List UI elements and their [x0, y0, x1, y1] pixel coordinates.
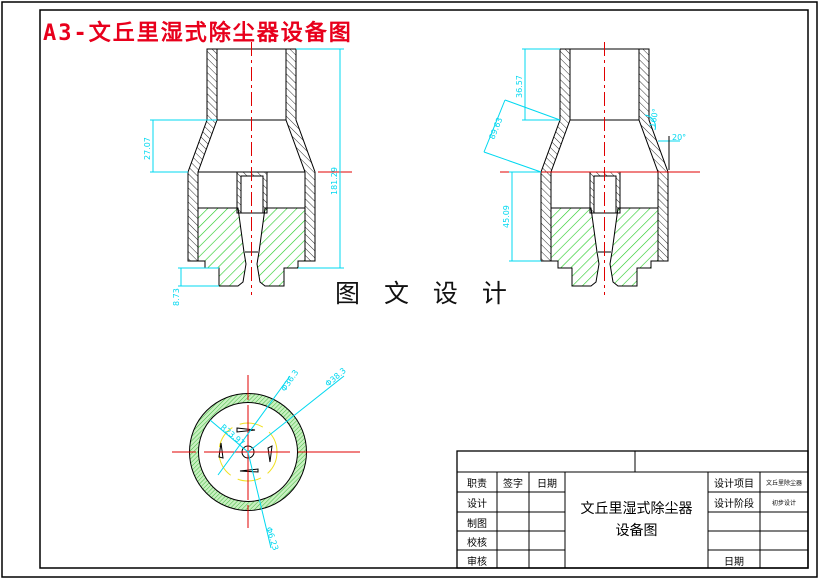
role-design: 设计 — [467, 499, 487, 510]
design-stage-label: 设计阶段 — [714, 499, 754, 510]
design-stage-value: 初步设计 — [771, 500, 796, 507]
dim-181-29: 181.29 — [330, 167, 339, 195]
dim-angle-160: 160° — [648, 108, 660, 129]
design-item-value: 文丘里除尘器 — [765, 480, 802, 487]
dim-36-57: 36.57 — [515, 75, 524, 98]
dim-89-63: 89.63 — [488, 116, 505, 141]
dim-diameter-38-3: Φ38.3 — [324, 366, 348, 388]
dim-27-07: 27.07 — [143, 137, 152, 160]
dim-angle-20: 20° — [672, 133, 686, 142]
front-section-view: 27.07 181.29 8.73 — [143, 41, 352, 306]
dim-diameter-36-3: Φ36.3 — [279, 368, 300, 393]
header-signature: 签字 — [503, 479, 523, 490]
side-section-view: 36.57 89.63 45.09 160° 20° — [483, 41, 700, 296]
dim-diameter-6-23: Φ6.23 — [264, 526, 280, 552]
dim-45-09: 45.09 — [502, 205, 511, 228]
date-label: 日期 — [724, 557, 744, 568]
drawing-title: A3-文丘里湿式除尘器设备图 — [43, 21, 353, 46]
role-check: 校核 — [467, 538, 487, 549]
top-view: Φ36.3 Φ38.3 R23.97 Φ6.23 — [172, 366, 360, 552]
dim-8-73: 8.73 — [172, 288, 181, 306]
dim-radius-23-97: R23.97 — [219, 423, 247, 448]
title-block-grid — [456, 450, 809, 569]
design-item-label: 设计项目 — [714, 479, 754, 490]
header-date: 日期 — [537, 479, 557, 490]
role-drafting: 制图 — [467, 519, 487, 530]
watermark-text: 图 文 设 计 — [335, 279, 515, 308]
drawing-name-line1: 文丘里湿式除尘器 — [580, 501, 693, 517]
drawing-name-line2: 设备图 — [615, 523, 658, 539]
drawing-frame — [39, 9, 809, 569]
role-review: 审核 — [467, 557, 487, 568]
header-role: 职责 — [467, 479, 487, 490]
